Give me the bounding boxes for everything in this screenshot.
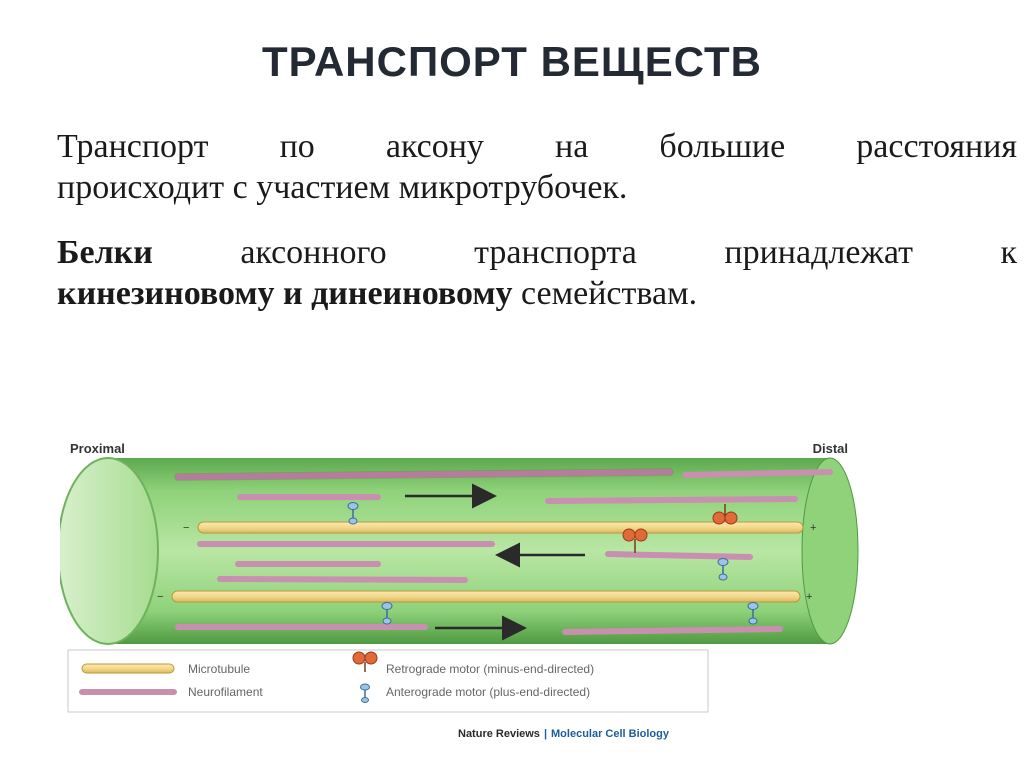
legend-anterograde-motor-icon — [360, 683, 370, 703]
legend-neurofilament-label: Neurofilament — [188, 685, 263, 699]
axonal-transport-diagram: Proximal Distal — [60, 441, 859, 740]
neurofilaments — [174, 468, 833, 635]
p1-word: большие — [659, 128, 786, 165]
microtubule — [197, 521, 804, 534]
minus-end-label: − — [183, 522, 189, 534]
neurofilament — [545, 496, 798, 504]
credit-separator: | — [544, 728, 547, 740]
paragraph-1-line-2: происходит с участием микротрубочек. — [57, 169, 628, 206]
distal-label: Distal — [813, 441, 848, 456]
neurofilament — [217, 576, 468, 583]
p1-word: по — [279, 128, 315, 165]
plus-end-label: + — [806, 591, 812, 603]
retrograde-motor-icon — [712, 504, 738, 525]
neurofilament — [682, 469, 833, 478]
p2-word: аксонного — [240, 234, 387, 271]
credit-section: Molecular Cell Biology — [551, 728, 670, 740]
legend-microtubule-label: Microtubule — [188, 662, 250, 676]
credit-journal: Nature Reviews — [458, 728, 540, 740]
p2-word: принадлежат — [724, 234, 913, 271]
retrograde-motor-icon — [622, 528, 648, 553]
anterograde-motor-icon — [347, 502, 359, 525]
anterograde-motor-icon — [747, 602, 759, 625]
p2-bold-phrase: кинезиновому и динеиновому — [57, 275, 513, 312]
legend-anterograde-label: Anterograde motor (plus-end-directed) — [386, 685, 590, 699]
anterograde-motor-icon — [717, 558, 729, 581]
legend-box — [67, 649, 709, 713]
proximal-label: Proximal — [70, 441, 125, 456]
axon-cylinder-distal-end — [801, 457, 859, 645]
axon-cylinder-body — [100, 458, 830, 644]
minus-end-label: − — [157, 591, 163, 603]
p2-rest: семействам. — [512, 275, 698, 312]
plus-end-label: + — [810, 522, 816, 534]
p2-bold-word: Белки — [57, 234, 153, 271]
legend-microtubule-swatch — [81, 663, 175, 674]
paragraph-motor-proteins: Белки аксонного транспорта принадлежат к… — [57, 232, 1017, 314]
p2-word: транспорта — [474, 234, 637, 271]
paragraph-2-line-2: кинезиновому и динеиновому семействам. — [57, 273, 1017, 314]
p1-word: Транспорт — [57, 128, 209, 165]
anterograde-motor-icon — [381, 602, 393, 625]
neurofilament — [605, 551, 753, 560]
paragraph-2-line-1: Белки аксонного транспорта принадлежат к — [57, 232, 1017, 273]
p1-word: на — [555, 128, 589, 165]
p1-word: аксону — [385, 128, 484, 165]
microtubule — [171, 590, 801, 603]
paragraph-1-line-1: Транспорт по аксону на большие расстояни… — [57, 126, 1017, 167]
p1-word: расстояния — [856, 128, 1017, 165]
neurofilament — [174, 468, 674, 481]
legend-retrograde-motor-icon — [352, 651, 378, 672]
slide-title: ТРАНСПОРТ ВЕЩЕСТВ — [261, 38, 763, 85]
neurofilament — [562, 626, 783, 635]
legend-retrograde-label: Retrograde motor (minus-end-directed) — [386, 662, 594, 676]
paragraph-microtubules: Транспорт по аксону на большие расстояни… — [57, 126, 1017, 208]
p2-word: к — [1000, 234, 1017, 271]
axon-cylinder-proximal-cap — [60, 457, 159, 645]
figure-credit: Nature Reviews | Molecular Cell Biology — [458, 728, 670, 740]
